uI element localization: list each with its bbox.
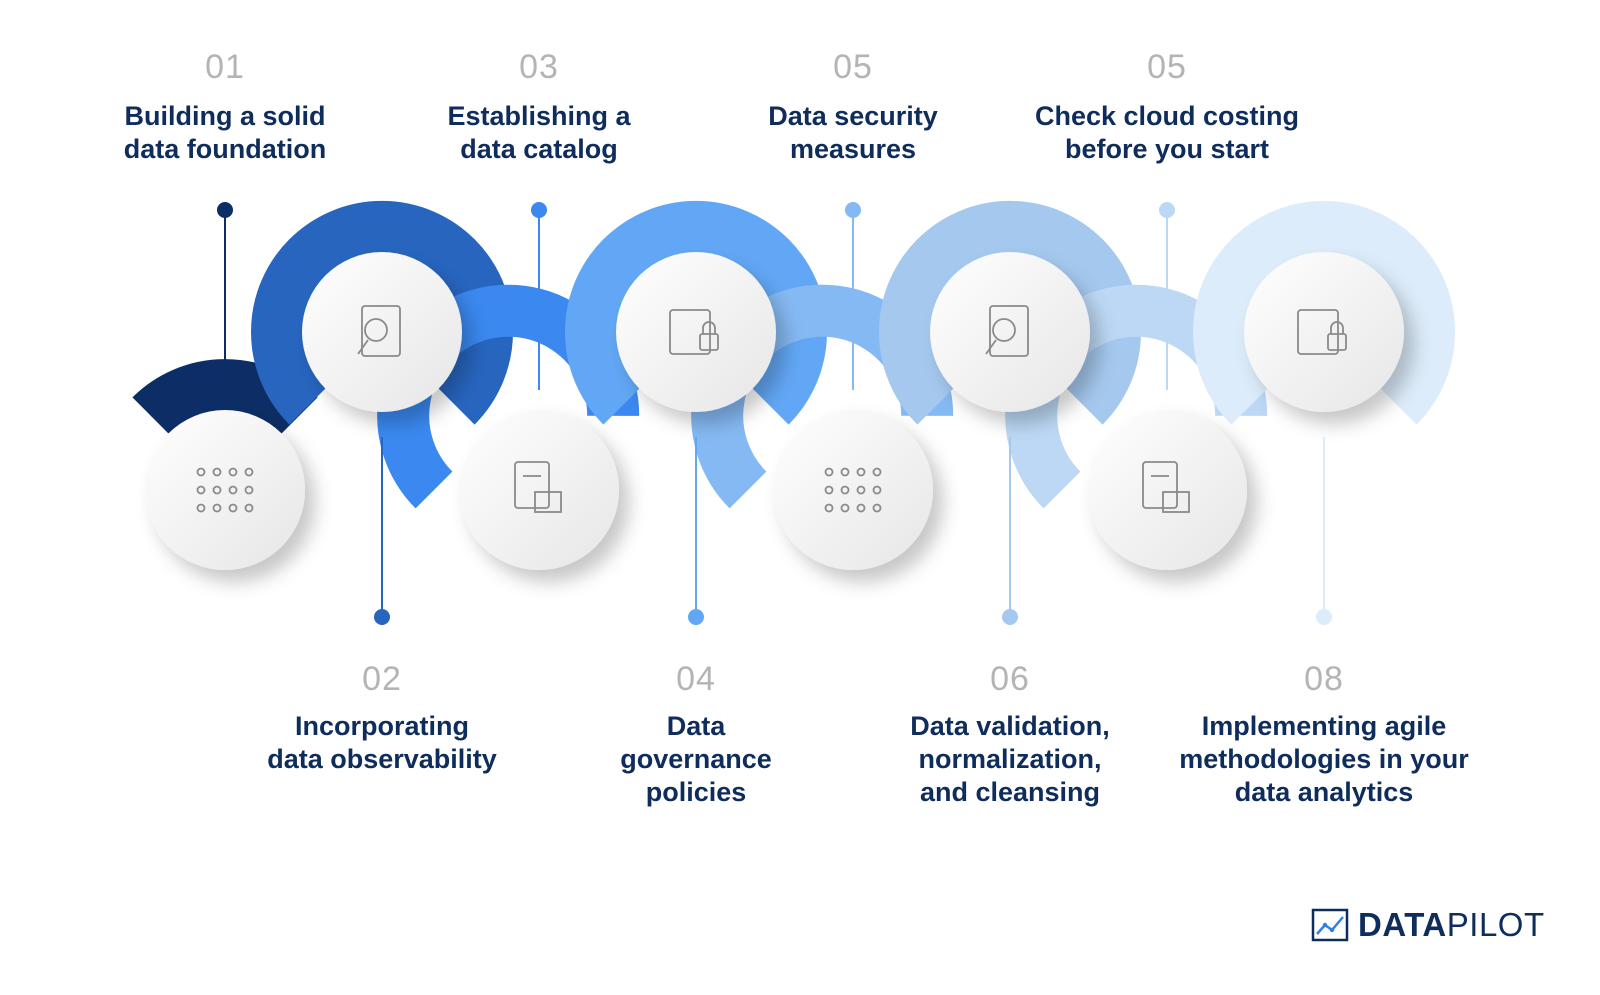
chart-logo-icon xyxy=(1311,908,1349,942)
step-title-line: before you start xyxy=(1064,134,1270,164)
step-number-3: 03 xyxy=(519,48,559,86)
step-disc-8 xyxy=(1244,252,1404,412)
step-disc-3 xyxy=(459,410,619,570)
certificate-stamp-icon xyxy=(985,305,1029,357)
brand-name: DATAPILOT xyxy=(1358,906,1545,944)
connector-dot-8 xyxy=(1316,609,1332,625)
step-title-line: data observability xyxy=(267,744,497,774)
connector-dot-4 xyxy=(688,609,704,625)
step-disc-7 xyxy=(1087,410,1247,570)
brand-name-light: PILOT xyxy=(1446,906,1545,943)
step-number-5: 05 xyxy=(833,48,873,86)
step-title-line: policies xyxy=(645,777,747,807)
step-number-7: 05 xyxy=(1147,48,1187,86)
connector-dot-6 xyxy=(1002,609,1018,625)
step-disc-4 xyxy=(616,252,776,412)
connector-dot-1 xyxy=(217,202,233,218)
step-title-line: measures xyxy=(789,134,917,164)
step-disc-6 xyxy=(930,252,1090,412)
step-number-8: 08 xyxy=(1304,660,1344,698)
step-title-line: data catalog xyxy=(460,134,618,164)
connector-dot-2 xyxy=(374,609,390,625)
agile-gear-cycle-icon xyxy=(1297,309,1347,355)
step-title-line: normalization, xyxy=(918,744,1102,774)
step-number-2: 02 xyxy=(362,660,402,698)
connector-dot-3 xyxy=(531,202,547,218)
step-title-line: Data validation, xyxy=(910,711,1110,741)
catalog-boxes-icon xyxy=(514,461,562,513)
step-title-line: Data security xyxy=(768,101,938,131)
document-shield-icon xyxy=(669,309,719,355)
wave-ring-8 xyxy=(1193,200,1455,425)
cloud-cost-icon xyxy=(1142,461,1190,513)
step-disc-2 xyxy=(302,252,462,412)
step-title-line: Establishing a xyxy=(447,101,631,131)
step-title-6: Data validation,normalization,and cleans… xyxy=(850,710,1170,809)
connector-dot-5 xyxy=(845,202,861,218)
step-title-line: and cleansing xyxy=(919,777,1101,807)
step-title-line: Data xyxy=(666,711,726,741)
eye-magnifier-document-icon xyxy=(357,305,401,357)
step-number-6: 06 xyxy=(990,660,1030,698)
network-nodes-icon xyxy=(196,467,254,513)
step-number-1: 01 xyxy=(205,48,245,86)
step-title-line: Implementing agile xyxy=(1201,711,1447,741)
step-title-line: Building a solid xyxy=(124,101,326,131)
step-title-line: Check cloud costing xyxy=(1034,101,1300,131)
step-disc-5 xyxy=(773,410,933,570)
step-title-line: methodologies in your xyxy=(1179,744,1469,774)
step-title-line: data foundation xyxy=(123,134,327,164)
step-title-line: Incorporating xyxy=(295,711,469,741)
step-title-line: governance xyxy=(620,744,772,774)
brand-name-bold: DATA xyxy=(1358,906,1447,943)
step-disc-1 xyxy=(145,410,305,570)
connector-dot-7 xyxy=(1159,202,1175,218)
step-number-4: 04 xyxy=(676,660,716,698)
step-title-line: data analytics xyxy=(1234,777,1414,807)
brand-logo: DATAPILOT xyxy=(1310,905,1545,945)
checklist-lock-icon xyxy=(824,467,882,513)
